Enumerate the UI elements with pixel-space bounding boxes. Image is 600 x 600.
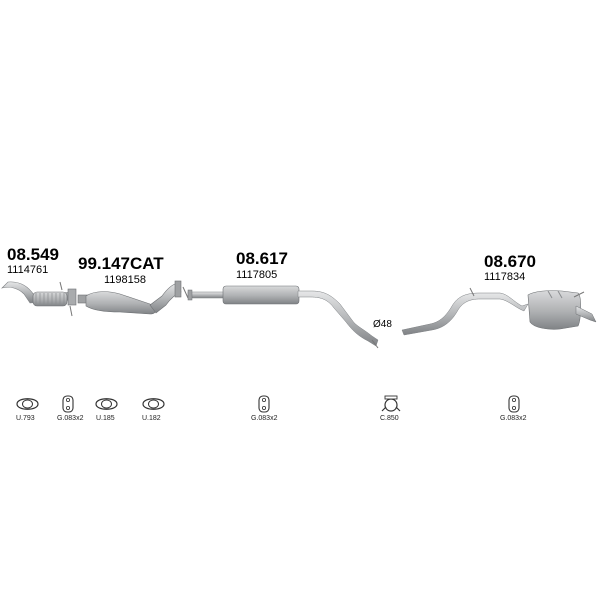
clamp-icon [381,395,401,412]
part-code-rear-silencer: 08.670 [484,252,536,271]
accessory-code: U.185 [96,415,115,422]
oem-number-rear-silencer: 1117834 [484,271,526,283]
part-code-middle-silencer: 08.617 [236,249,288,268]
flange-gasket-icon [95,398,118,410]
rubber-mount-icon [258,395,270,413]
front-pipe-part[interactable] [1,281,77,317]
flange-gasket-icon [16,398,39,410]
part-code-front-pipe: 08.549 [7,245,59,264]
part-code-catalytic-converter: 99.147CAT [78,254,164,273]
oem-number-middle-silencer: 1117805 [236,269,278,281]
accessory-code: U.182 [142,415,161,422]
accessory-code: U.793 [16,415,35,422]
oem-number-catalytic-converter: 1198158 [104,274,147,286]
pipe-diameter-label: Ø48 [373,319,392,330]
flange-gasket-icon [142,398,165,410]
accessory-code: G.083x2 [57,415,84,422]
catalytic-converter-part[interactable] [77,280,189,315]
rear-silencer-part[interactable] [401,287,597,336]
oem-number-front-pipe: 1114761 [7,264,49,276]
middle-silencer-part[interactable] [187,285,379,349]
rubber-mount-icon [508,395,520,413]
rubber-mount-icon [62,395,74,413]
accessory-code: C.850 [380,415,399,422]
accessory-code: G.083x2 [251,415,278,422]
accessory-code: G.083x2 [500,415,527,422]
